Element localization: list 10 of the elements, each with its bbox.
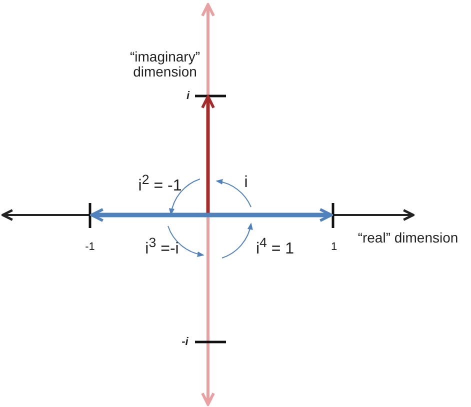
power-label: i: [244, 174, 248, 192]
tick-label: -i: [182, 336, 188, 348]
axis-label: “real” dimension: [358, 230, 458, 246]
tick-label: 1: [330, 240, 338, 254]
power-label: i$^{4}$ = 1: [256, 236, 294, 258]
tick-label: -1: [85, 240, 95, 254]
tick-label: i: [186, 90, 190, 102]
axis-label: “imaginary” dimension: [128, 50, 201, 80]
power-label: i$^{3}$ =-i: [145, 236, 179, 258]
power-label: i$^{2}$ = -1: [138, 173, 182, 195]
